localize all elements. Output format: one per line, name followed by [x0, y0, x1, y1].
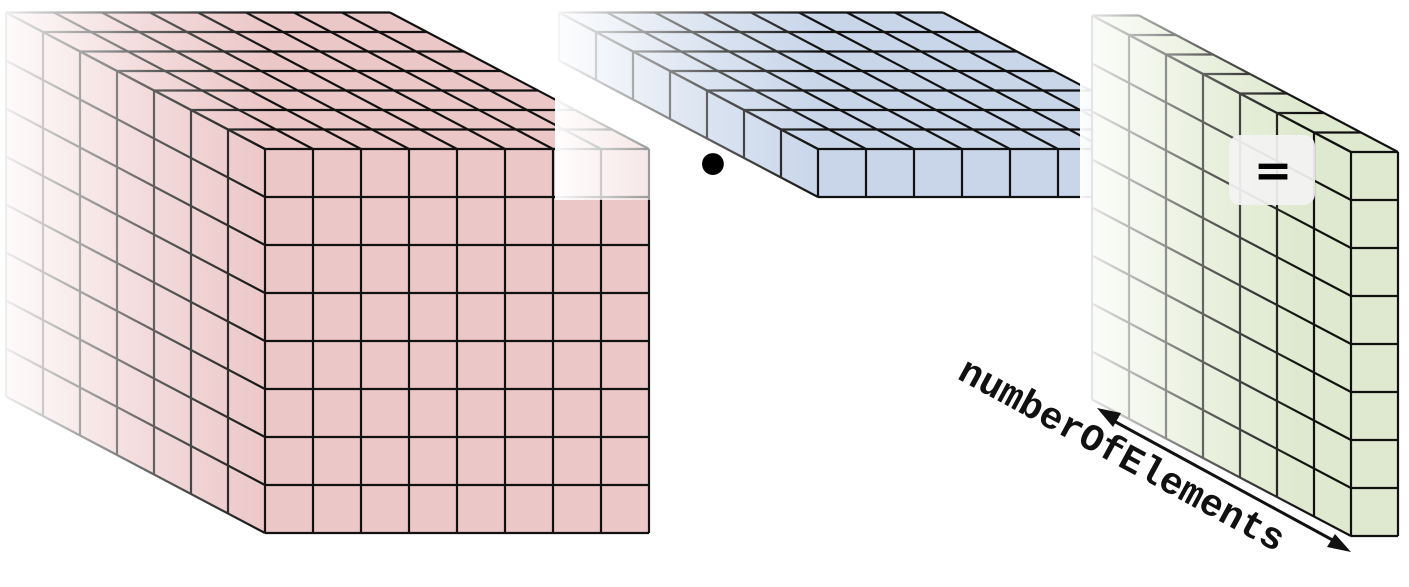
arrow-head-end [1327, 534, 1351, 552]
blue-slab-fade [555, 0, 820, 200]
equals-operator-box [1229, 135, 1315, 205]
grid-line [798, 11, 1059, 150]
grid-line [846, 11, 1107, 150]
red-cube-fade [0, 0, 270, 587]
equals-operator: = [1254, 143, 1293, 197]
green-slab-fade [1080, 0, 1320, 587]
grid-line [245, 11, 506, 150]
dot-operator: • [693, 129, 733, 202]
arrow-head-start [1097, 408, 1121, 427]
grid-line [293, 11, 554, 150]
dimension-arrow [1097, 408, 1351, 552]
